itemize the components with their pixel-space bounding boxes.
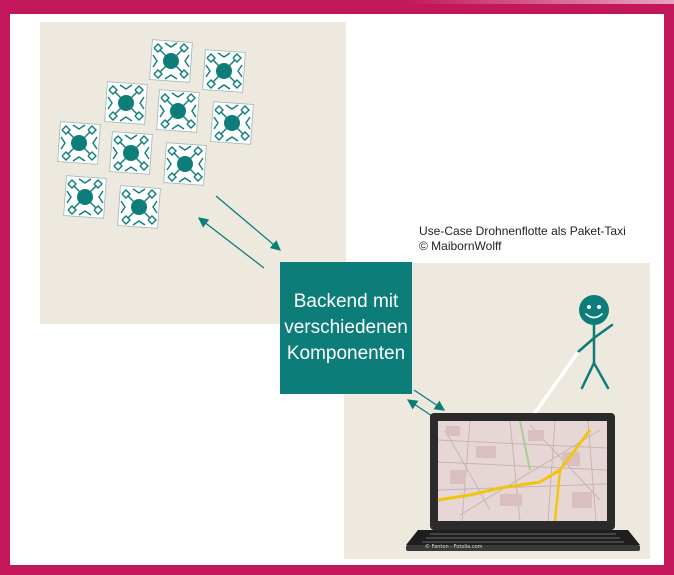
person-icon	[576, 295, 614, 390]
arrow-icon	[197, 217, 265, 269]
backend-label: Backend mit verschiedenen Komponenten	[284, 291, 408, 364]
pointer-line	[528, 350, 580, 422]
image-credit: © Fenton - Fotolia.com	[425, 543, 483, 550]
laptop-icon: © Fenton - Fotolia.com	[406, 413, 640, 551]
backend-box: Backend mit verschiedenen Komponenten	[280, 262, 412, 394]
top-strip	[0, 0, 674, 4]
arrow-icon	[215, 195, 281, 251]
arrow-icon	[413, 389, 446, 411]
caption: Use-Case Drohnenflotte als Paket-Taxi © …	[419, 224, 626, 253]
